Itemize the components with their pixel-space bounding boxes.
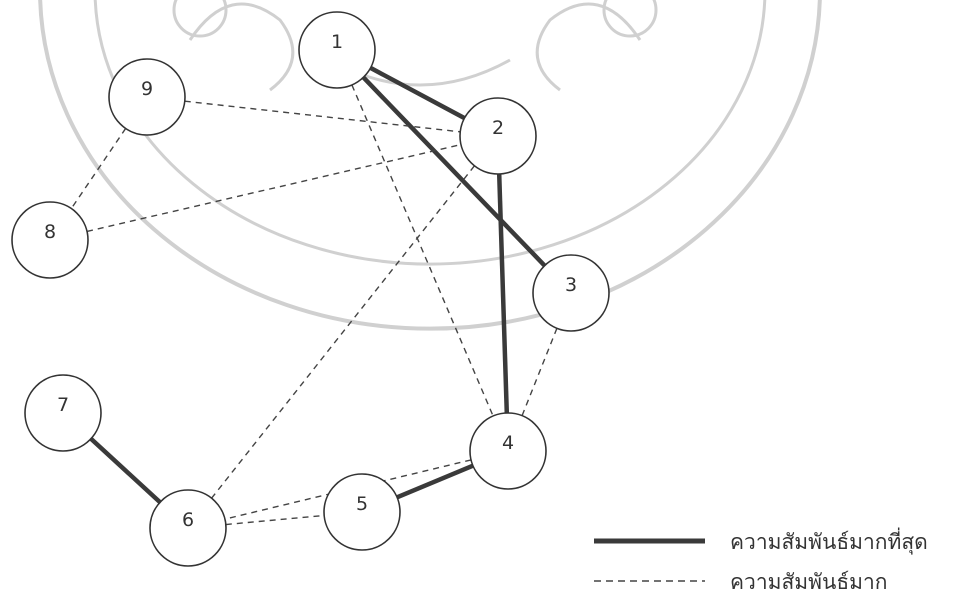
node-label: 5 [356, 493, 368, 515]
node-9: 9 [108, 58, 186, 136]
node-label: 1 [331, 31, 343, 53]
node-circle [298, 11, 376, 89]
node-2: 2 [459, 97, 537, 175]
edge-8-2 [86, 143, 462, 233]
node-circle [532, 254, 610, 332]
edge-4-5 [396, 463, 474, 500]
nodes: 1 2 3 4 5 6 7 8 9 [11, 11, 610, 567]
node-circle [108, 58, 186, 136]
edge-2-4 [496, 173, 510, 414]
node-3: 3 [532, 254, 610, 332]
edge-9-8 [70, 128, 127, 209]
edge-2-6 [211, 165, 475, 499]
node-circle [323, 473, 401, 551]
node-circle [469, 412, 547, 490]
node-5: 5 [323, 473, 401, 551]
edge-6-5 [225, 514, 325, 526]
edge-6-7 [89, 437, 162, 504]
legend-strongest-label: ความสัมพันธ์มากที่สุด [730, 527, 928, 555]
node-4: 4 [469, 412, 547, 490]
node-circle [459, 97, 537, 175]
node-7: 7 [24, 374, 102, 452]
legend-strong-label: ความสัมพันธ์มาก [730, 570, 888, 592]
node-circle [149, 489, 227, 567]
node-label: 8 [44, 221, 56, 243]
node-circle [11, 201, 89, 279]
node-label: 7 [57, 394, 69, 416]
node-label: 3 [565, 274, 577, 296]
legend: ความสัมพันธ์มากที่สุด ความสัมพันธ์มาก [594, 527, 928, 592]
edge-1-3 [361, 75, 547, 268]
node-circle [24, 374, 102, 452]
edge-9-2 [184, 100, 461, 133]
edge-1-4 [351, 84, 494, 417]
university-seal-watermark [38, 0, 822, 331]
node-label: 2 [492, 117, 504, 139]
node-8: 8 [11, 201, 89, 279]
edge-3-4 [521, 328, 558, 416]
node-label: 9 [141, 78, 153, 100]
node-label: 4 [502, 432, 514, 454]
node-6: 6 [149, 489, 227, 567]
node-label: 6 [182, 509, 194, 531]
node-1: 1 [298, 11, 376, 89]
edge-1-2 [369, 65, 466, 121]
